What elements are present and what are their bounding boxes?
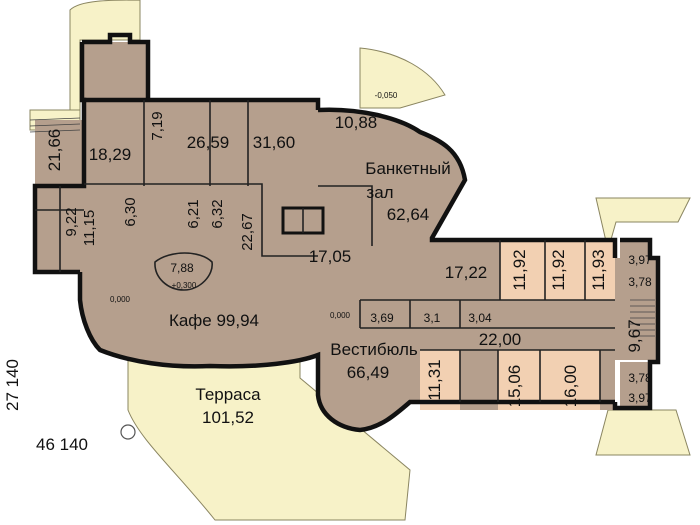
room-label: 11,92 — [549, 249, 568, 290]
room-label: 6,32 — [209, 199, 226, 228]
room-label: 3,97 — [628, 253, 652, 267]
room-label: 22,67 — [239, 213, 256, 251]
width-dimension: 46 140 — [36, 435, 88, 454]
room-label: 21,66 — [45, 129, 64, 172]
room-label: Банкетный — [365, 159, 450, 178]
room-label: 3,78 — [628, 371, 652, 385]
room-label: 3,97 — [628, 391, 652, 405]
room-label: Вестибюль — [330, 340, 418, 359]
level-mark: 0,000 — [110, 295, 131, 304]
room-label: 15,06 — [505, 365, 524, 408]
room-label: 9,22 — [63, 207, 80, 236]
room-label: 9,67 — [625, 319, 644, 352]
room-label: 11,93 — [589, 249, 608, 290]
room-label: 3,04 — [468, 311, 492, 325]
room-label: 16,00 — [561, 365, 580, 408]
room-fills — [35, 42, 658, 430]
room-label: 26,59 — [187, 133, 230, 152]
room-label: 22,00 — [479, 330, 522, 349]
room-label: 11,92 — [510, 249, 529, 290]
room-label: 101,52 — [202, 408, 254, 427]
room-label: зал — [366, 183, 393, 202]
walls — [32, 32, 661, 433]
room-label: 11,31 — [425, 359, 444, 400]
room-label: 10,88 — [335, 113, 378, 132]
level-mark: +0,300 — [172, 281, 197, 290]
room-label: 6,30 — [122, 197, 139, 226]
room-label: 66,49 — [347, 363, 390, 382]
room-label: 17,22 — [445, 263, 488, 282]
room-labels: 21,66 18,29 7,19 26,59 31,60 10,88 9,22 … — [45, 91, 652, 427]
room-label: 11,15 — [81, 210, 98, 246]
level-mark: 0,000 — [330, 311, 351, 320]
room-label: Терраса — [195, 385, 261, 404]
room-label: 3,78 — [628, 275, 652, 289]
room-label: 31,60 — [253, 133, 296, 152]
stair-hatching — [29, 117, 655, 337]
room-label: 7,19 — [149, 111, 166, 140]
height-dimension: 27 140 — [3, 359, 22, 411]
room-label: 3,1 — [424, 311, 441, 325]
room-label: 62,64 — [387, 205, 430, 224]
room-label: 6,21 — [185, 199, 202, 228]
level-mark: -0,050 — [375, 91, 398, 100]
room-label: 7,88 — [170, 261, 194, 275]
room-label: 3,69 — [370, 311, 394, 325]
room-label: 18,29 — [89, 145, 132, 164]
room-label: Кафе 99,94 — [169, 311, 259, 330]
terrace-area — [29, 0, 691, 521]
room-label: 17,05 — [309, 247, 352, 266]
